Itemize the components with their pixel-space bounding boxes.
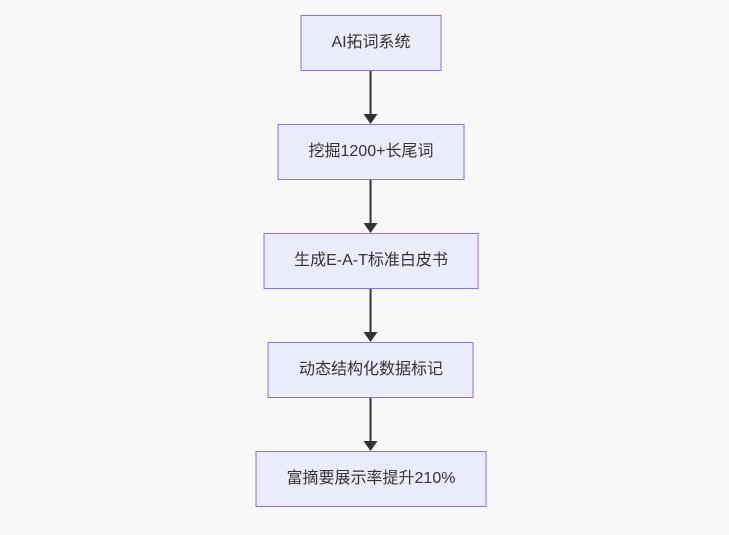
node-label: 动态结构化数据标记 [298,361,443,378]
arrowhead-icon [364,223,378,233]
arrow-line [370,180,372,224]
node-label: 生成E-A-T标准白皮书 [294,252,448,269]
flowchart-node-rich-snippet-rate: 富摘要展示率提升210% [255,451,487,507]
arrowhead-icon [364,114,378,124]
flow-arrow [364,289,378,342]
arrow-line [370,398,372,442]
flow-arrow [364,398,378,451]
arrowhead-icon [364,332,378,342]
arrow-line [370,71,372,115]
flowchart-node-structured-data-markup: 动态结构化数据标记 [267,342,474,398]
flowchart-node-eat-whitepaper: 生成E-A-T标准白皮书 [263,233,479,289]
flowchart-node-ai-keyword-system: AI拓词系统 [300,15,442,71]
arrow-line [370,289,372,333]
flowchart-node-longtail-mining: 挖掘1200+长尾词 [277,124,465,180]
node-label: 挖掘1200+长尾词 [308,143,434,160]
node-label: 富摘要展示率提升210% [286,470,456,487]
arrowhead-icon [364,441,378,451]
flow-arrow [364,71,378,124]
flowchart: AI拓词系统 挖掘1200+长尾词 生成E-A-T标准白皮书 动态结构化数据标记 [255,15,487,507]
flow-arrow [364,180,378,233]
node-label: AI拓词系统 [331,34,411,51]
